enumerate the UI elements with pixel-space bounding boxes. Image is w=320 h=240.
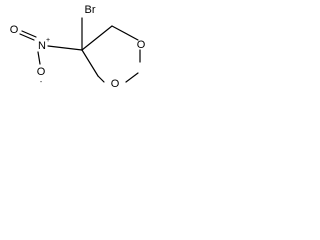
nitrogen-plus-charge: + xyxy=(46,37,50,44)
bond-n-o-double-a xyxy=(19,33,35,41)
bond-c5-n xyxy=(47,45,83,51)
bond-c5-c4 xyxy=(81,25,113,51)
molecule-structure: Br N + O O - O O xyxy=(10,4,146,90)
bond-n-o-double-b xyxy=(21,30,37,38)
oxygen-minus-charge: - xyxy=(40,79,43,86)
bond-c2-o1 xyxy=(125,72,139,83)
atom-bromine: Br xyxy=(85,4,96,16)
atom-ring-oxygen-upper: O xyxy=(137,39,146,51)
atom-nitro-oxygen-bottom: O xyxy=(37,66,46,78)
atom-nitro-nitrogen: N xyxy=(38,40,46,52)
bond-c4-o3 xyxy=(111,25,139,41)
bond-n-o-single xyxy=(37,51,41,65)
atom-nitro-oxygen-top: O xyxy=(10,24,19,36)
bond-o1-c6 xyxy=(97,75,105,83)
atom-ring-oxygen-lower: O xyxy=(111,78,120,90)
bond-c6-c5 xyxy=(81,49,99,77)
